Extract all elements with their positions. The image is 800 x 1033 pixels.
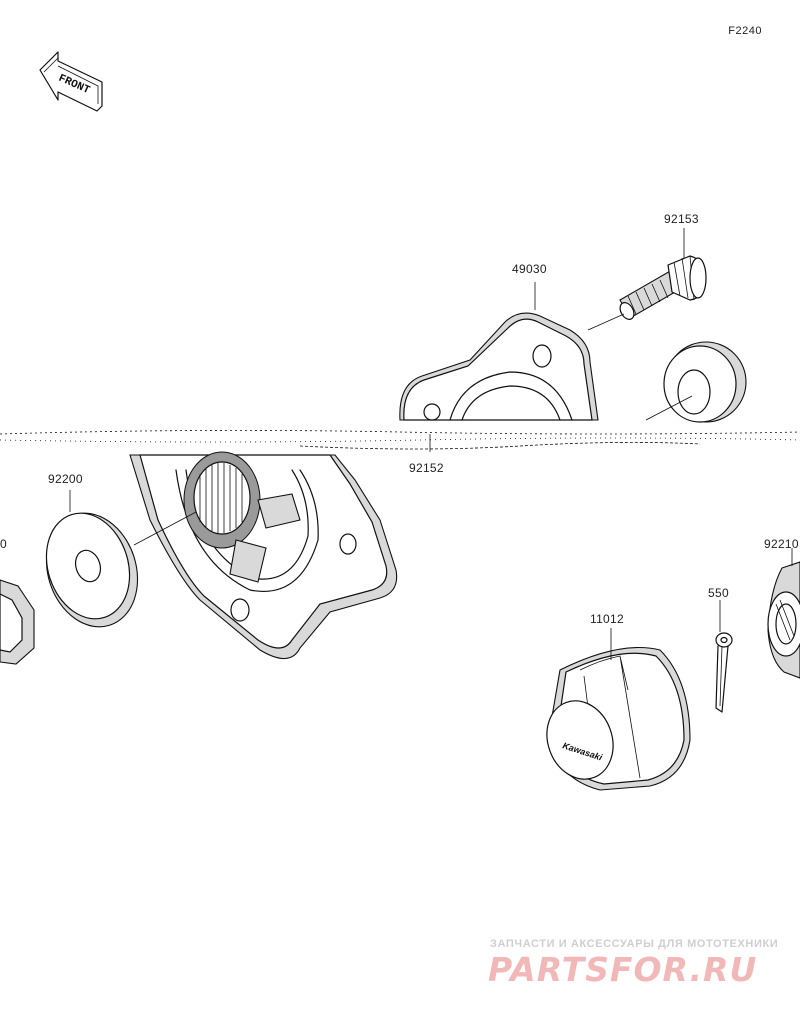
cotter-pin-550 xyxy=(715,632,733,713)
part-label-92152: 92152 xyxy=(409,461,444,475)
part-label-49030: 49030 xyxy=(512,262,547,276)
hub-cap-11012: Kawasaki xyxy=(546,646,691,791)
scan-tear-band xyxy=(0,423,800,459)
part-label-11012: 11012 xyxy=(590,612,624,626)
washer-92200 xyxy=(45,512,139,628)
watermark-tagline: ЗАПЧАСТИ И АКСЕССУАРЫ ДЛЯ МОТОТЕХНИКИ xyxy=(490,938,779,950)
leader-lines xyxy=(69,228,793,660)
part-label-edge: 0 xyxy=(0,537,7,551)
stud-92153 xyxy=(619,255,707,320)
figure-code: F2240 xyxy=(728,25,762,37)
part-label-92153: 92153 xyxy=(664,212,699,226)
front-arrow-icon: FRONT xyxy=(39,51,103,112)
hub-49030-upper xyxy=(399,312,599,421)
hub-lower xyxy=(129,451,398,660)
part-label-92200: 92200 xyxy=(48,472,83,486)
nut-left xyxy=(0,579,35,665)
seal-92152 xyxy=(663,341,747,423)
watermark-brand: PARTSFOR.RU xyxy=(488,950,758,989)
part-label-550: 550 xyxy=(708,586,729,600)
part-label-92210: 92210 xyxy=(764,537,799,551)
castle-nut-92210 xyxy=(767,561,800,679)
